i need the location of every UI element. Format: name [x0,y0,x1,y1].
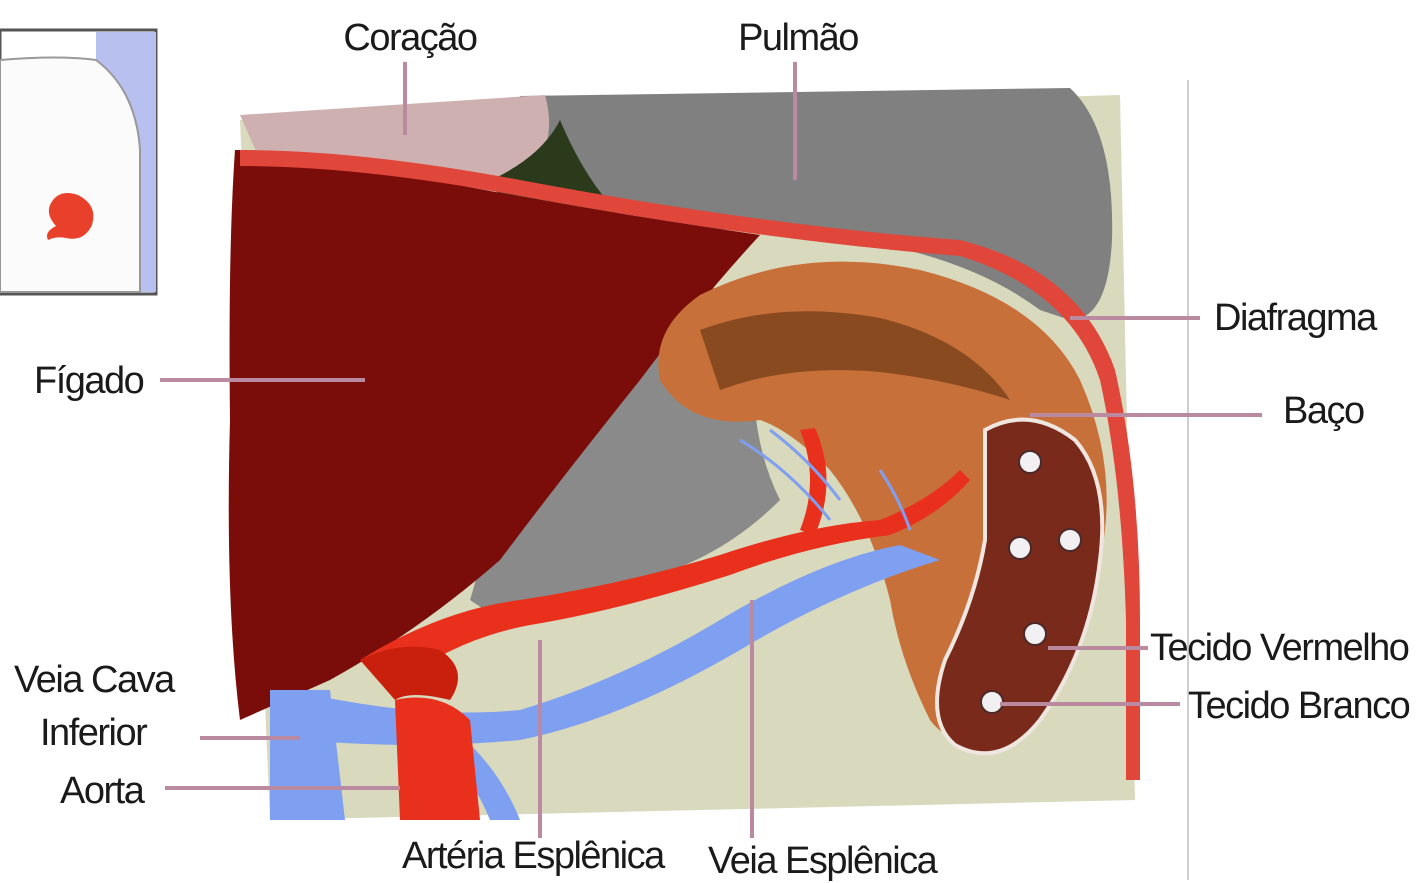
label-tecido-branco: Tecido Branco [1188,685,1410,727]
label-aorta: Aorta [60,770,146,812]
label-diafragma: Diafragma [1214,297,1378,339]
label-baco: Baço [1283,390,1364,432]
label-arteria-esplenica: Artéria Esplênica [402,835,666,877]
label-figado: Fígado [34,360,144,402]
label-tecido-vermelho: Tecido Vermelho [1150,627,1409,669]
nodule [981,691,1003,713]
inset-body-figure [0,30,156,294]
label-veia-esplenica: Veia Esplênica [708,840,939,882]
label-coracao: Coração [343,17,476,59]
label-veia-cava-line2: Inferior [40,712,148,754]
anatomy-illustration [229,88,1140,820]
inset-torso [0,58,140,293]
label-veia-cava-line1: Veia Cava [14,659,176,701]
nodule [1009,537,1031,559]
label-pulmao: Pulmão [738,17,858,59]
nodule [1024,623,1046,645]
nodule [1059,529,1081,551]
nodule [1019,451,1041,473]
